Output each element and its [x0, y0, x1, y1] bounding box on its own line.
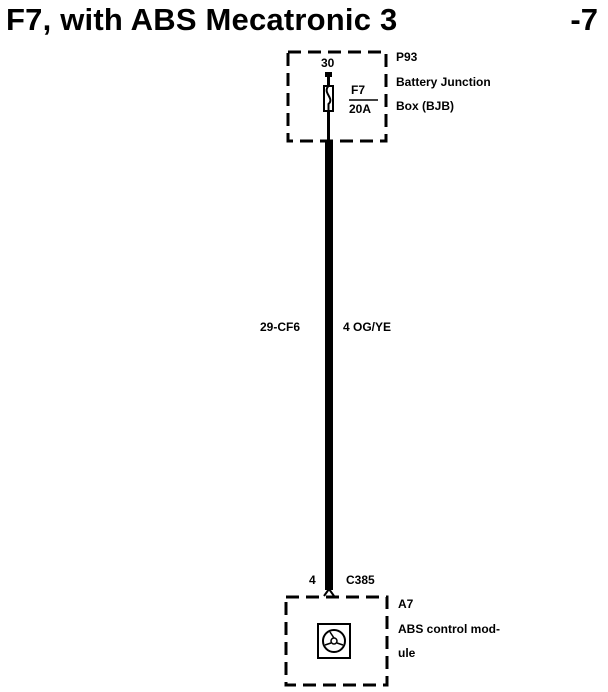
wire-circuit-label: 29-CF6: [260, 320, 301, 334]
junction-box-name-line1: Battery Junction: [396, 75, 491, 89]
junction-box-id: P93: [396, 50, 418, 64]
connector-pin: 4: [309, 573, 316, 587]
terminal-number: 30: [321, 56, 335, 70]
abs-icon: [317, 623, 351, 659]
module-id: A7: [398, 597, 414, 611]
wire-size-color-label: 4 OG/YE: [343, 320, 392, 334]
module-name-line2: ule: [398, 646, 416, 660]
junction-box-name-line2: Box (BJB): [396, 99, 455, 113]
fuse-name: F7: [351, 83, 366, 97]
connector-arrow: [323, 587, 335, 597]
diagram-title: F7, with ABS Mecatronic 3: [6, 2, 398, 37]
fuse-symbol: [323, 72, 334, 141]
module-name-line1: ABS control mod-: [398, 622, 500, 636]
fuse-rating: 20A: [349, 102, 372, 116]
connector-id: C385: [346, 573, 375, 587]
junction-box-outline: [286, 50, 388, 143]
module-outline: [284, 595, 389, 687]
page-number: -7: [570, 2, 598, 37]
